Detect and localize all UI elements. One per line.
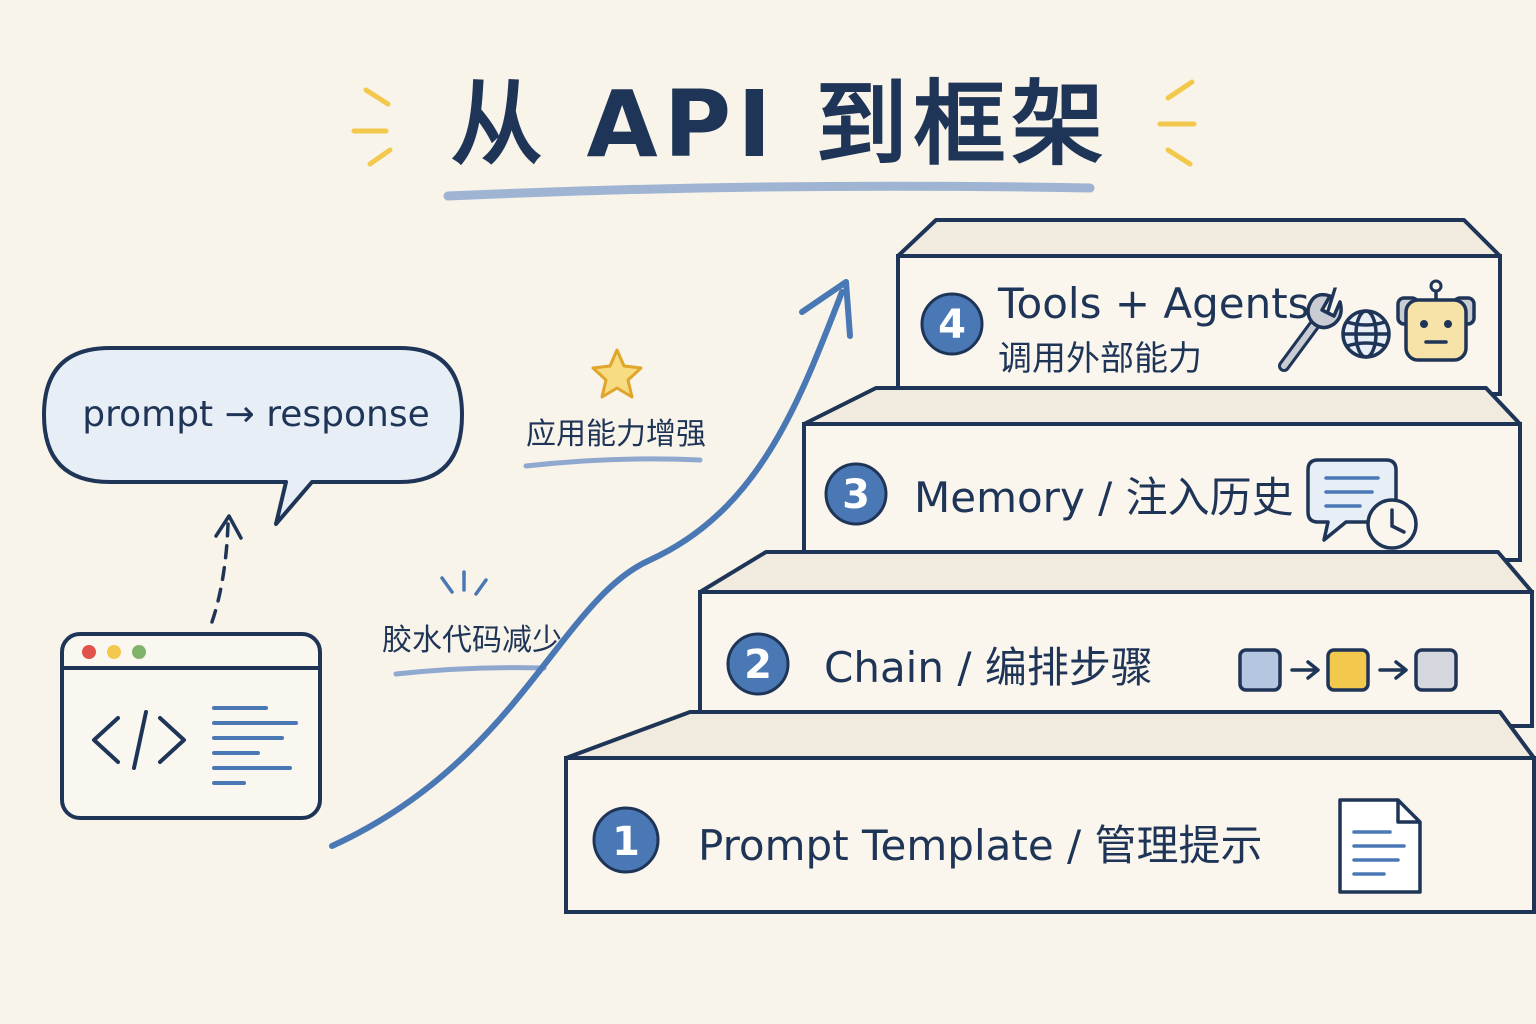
bubble-text: prompt → response (82, 394, 429, 435)
chain-flow-icon (1238, 648, 1458, 692)
chat-history-icon (1306, 458, 1418, 550)
step-3-number: 3 (842, 472, 870, 518)
step-3: 3 Memory / 注入历史 (802, 386, 1522, 562)
code-window-icon (60, 632, 322, 820)
dashed-arrow-icon (210, 514, 243, 624)
robot-icon (1396, 279, 1476, 362)
sparkle-small-icon (440, 570, 488, 596)
step-4-number: 4 (938, 302, 966, 348)
step-4-subtitle: 调用外部能力 (998, 339, 1202, 379)
wrench-icon (1278, 292, 1343, 372)
label-less-glue-underline (393, 665, 547, 677)
sparkle-left-icon (351, 87, 393, 167)
growth-arrow-icon (329, 279, 853, 849)
step-3-title: Memory / 注入历史 (914, 473, 1294, 522)
label-capability-underline (523, 456, 703, 469)
title-group: 从 API 到框架 (351, 71, 1197, 201)
label-capability-up: 应用能力增强 (526, 417, 706, 452)
step-4-title: Tools + Agents / (997, 279, 1338, 328)
speech-bubble: prompt → response (42, 346, 464, 526)
step-2-number: 2 (744, 642, 772, 688)
page-title: 从 API 到框架 (451, 71, 1110, 178)
step-2: 2 Chain / 编排步骤 (698, 550, 1534, 728)
star-icon (591, 348, 643, 399)
step-4: 4 Tools + Agents / 调用外部能力 (896, 218, 1502, 396)
document-icon (1338, 798, 1422, 894)
step-1-number: 1 (612, 819, 640, 865)
sparkle-right-icon (1157, 79, 1197, 167)
label-less-glue: 胶水代码减少 (382, 623, 562, 658)
step-2-title: Chain / 编排步骤 (824, 643, 1153, 692)
globe-icon (1341, 309, 1391, 359)
step-1-title: Prompt Template / 管理提示 (698, 821, 1263, 870)
step-1: 1 Prompt Template / 管理提示 (564, 710, 1536, 914)
title-underline (443, 181, 1095, 201)
